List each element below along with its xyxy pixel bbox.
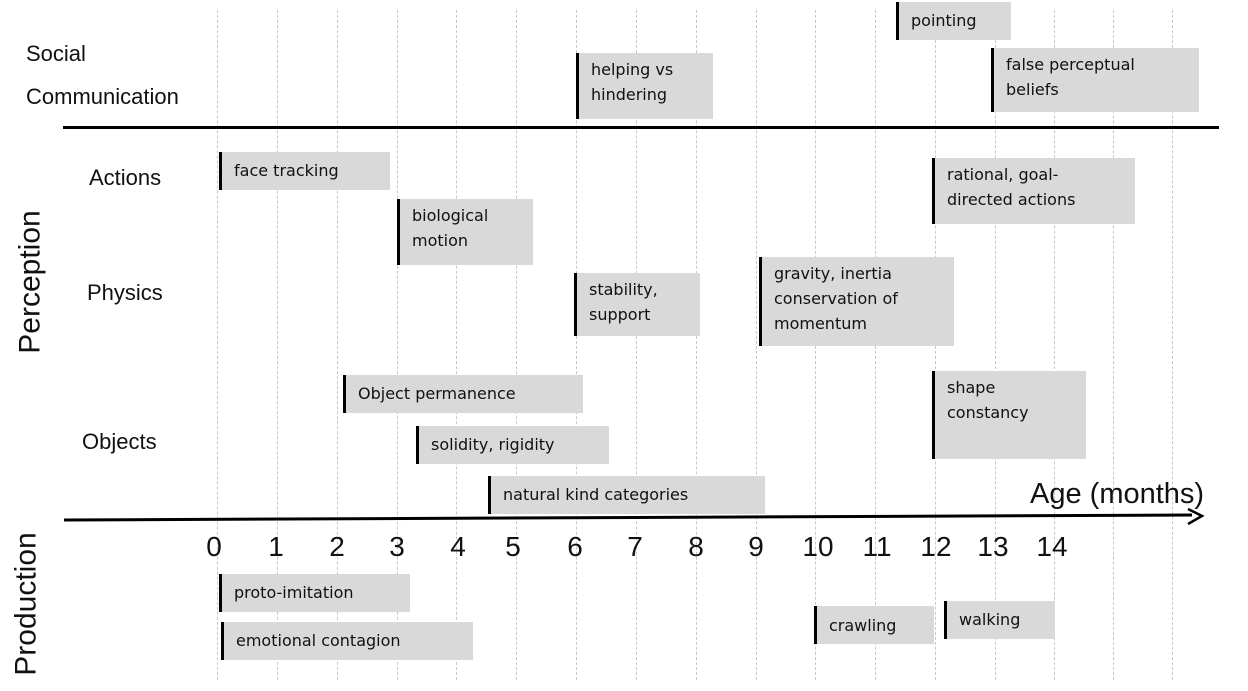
gridline [576,10,577,680]
box-text: emotional contagion [236,631,401,650]
box-text: constancy [947,403,1029,422]
perception-section-label: Perception [13,210,47,354]
objects-label: Objects [82,429,157,454]
tick-label: 13 [977,531,1009,562]
tick-label: 12 [920,531,952,562]
social-label-line: Social [26,41,86,66]
box-text: false perceptual [1006,55,1135,74]
crawling-box: crawling [814,606,934,644]
box-text: face tracking [234,161,339,180]
social-label: Social [26,41,86,67]
box-text: shape [947,378,996,397]
tick-label: 4 [450,531,466,562]
tick-label: 3 [389,531,405,562]
helping-vs-hindering-box: helping vs hindering [576,53,713,119]
gridline [1113,10,1114,680]
box-text: walking [959,610,1021,629]
tick-label: 7 [627,531,643,562]
gridline [277,10,278,680]
gridline [1172,10,1173,680]
emotional-contagion-box: emotional contagion [221,622,473,660]
box-text: conservation of [774,289,898,308]
solidity-rigidity-box: solidity, rigidity [416,426,609,464]
communication-label-line: Communication [26,84,179,109]
box-text: natural kind categories [503,485,689,504]
communication-label: Communication [26,84,179,110]
proto-imitation-box: proto-imitation [219,574,410,612]
box-text: biological [412,206,489,225]
box-text: stability, [589,280,658,299]
rational-goal-directed-actions-box: rational, goal- directed actions [932,158,1135,224]
gridline [397,10,398,680]
gridline [337,10,338,680]
box-text: hindering [591,85,668,104]
production-section-label: Production [9,532,43,676]
physics-label: Physics [87,280,163,305]
box-text: motion [412,231,469,250]
gridline [217,10,218,680]
box-text: momentum [774,314,867,333]
false-perceptual-beliefs-box: false perceptual beliefs [991,48,1199,112]
gridline [756,10,757,680]
tick-label: 0 [206,531,222,562]
pointing-box: pointing [896,2,1011,40]
box-text: Object permanence [358,384,516,403]
box-text: helping vs [591,60,674,79]
tick-label: 9 [748,531,764,562]
gridline [456,10,457,680]
gravity-inertia-momentum-box: gravity, inertia conservation of momentu… [759,257,954,346]
tick-label: 1 [268,531,284,562]
axis-title: Age (months) [1030,478,1205,510]
box-text: crawling [829,616,897,635]
tick-label: 6 [567,531,583,562]
box-text: beliefs [1006,80,1059,99]
tick-label: 5 [505,531,521,562]
tick-label: 10 [802,531,834,562]
box-text: support [589,305,651,324]
stability-support-box: stability, support [574,273,700,336]
face-tracking-box: face tracking [219,152,390,190]
shape-constancy-box: shape constancy [932,371,1086,459]
gridline [696,10,697,680]
object-permanence-box: Object permanence [343,375,583,413]
tick-label: 14 [1036,531,1068,562]
tick-label: 2 [329,531,345,562]
tick-label: 8 [688,531,704,562]
walking-box: walking [944,601,1055,639]
gridline [995,10,996,680]
actions-label: Actions [89,165,162,190]
biological-motion-box: biological motion [397,199,533,265]
social-separator-line [63,126,1219,129]
gridline [636,10,637,680]
box-text: gravity, inertia [774,264,892,283]
box-text: pointing [911,11,977,30]
box-text: directed actions [947,190,1076,209]
box-text: proto-imitation [234,583,354,602]
gridline [1054,10,1055,680]
box-text: rational, goal- [947,165,1059,184]
natural-kind-categories-box: natural kind categories [488,476,765,514]
tick-label: 11 [862,531,892,562]
axis-arrowhead-icon [1187,507,1205,526]
box-text: solidity, rigidity [431,435,555,454]
gridline [516,10,517,680]
